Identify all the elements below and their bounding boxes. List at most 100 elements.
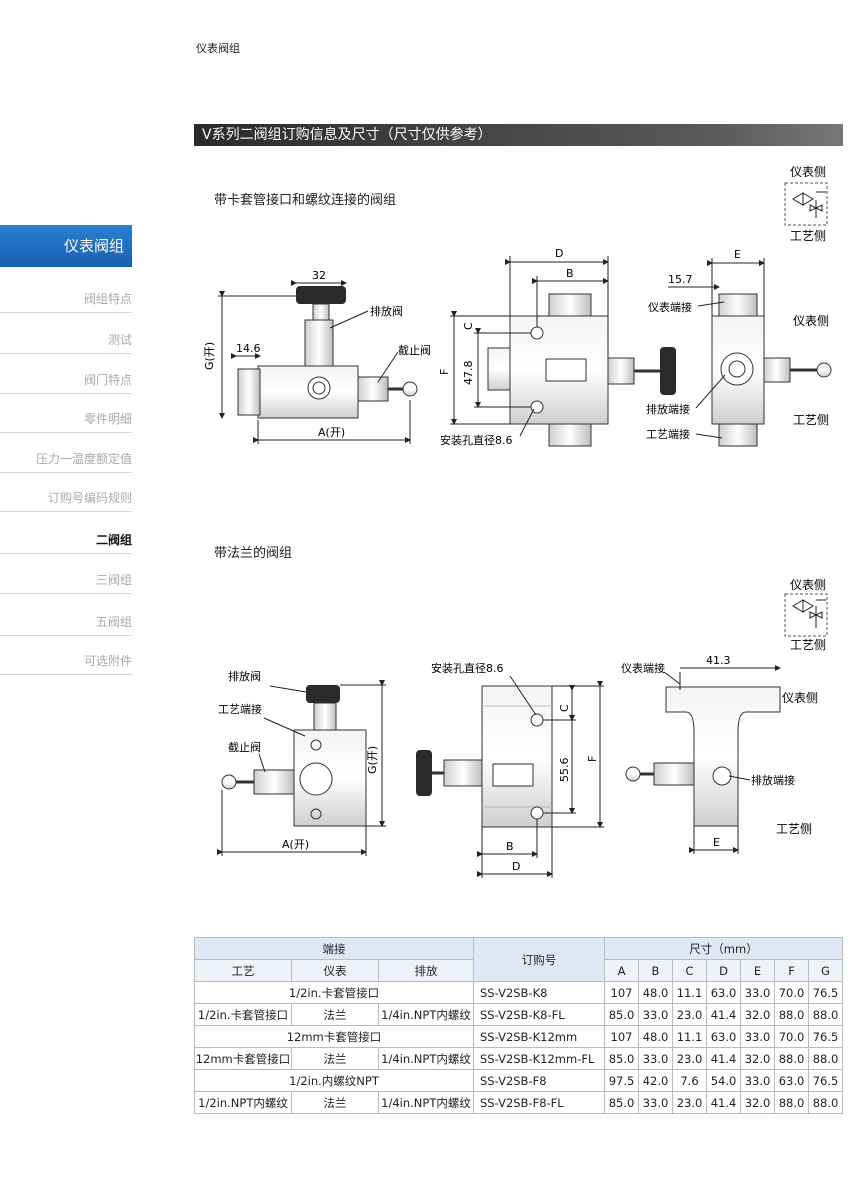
cell-c: 7.6 [672, 1069, 707, 1092]
cell-b: 42.0 [638, 1069, 673, 1092]
label-drain-valve-2: 排放阀 [228, 669, 261, 683]
cell-c: 11.1 [672, 1025, 707, 1048]
th-port: 端接 [194, 937, 474, 960]
cell-order: SS-V2SB-F8 [473, 1069, 605, 1092]
cell-b: 33.0 [638, 1091, 673, 1114]
cell-g: 88.0 [808, 1047, 843, 1070]
label-shutoff-valve-2: 截止阀 [228, 740, 261, 754]
cell-c: 23.0 [672, 1047, 707, 1070]
cell-g: 88.0 [808, 1091, 843, 1114]
sidebar-item-order-code[interactable]: 订购号编码规则 [0, 489, 132, 512]
cell-b: 48.0 [638, 981, 673, 1004]
cell-port: 1/2in.卡套管接口 [194, 981, 474, 1004]
section2-title: 带法兰的阀组 [214, 546, 293, 561]
schematic2-bottom-label: 工艺侧 [790, 638, 826, 652]
dim-d-2: D [512, 860, 520, 873]
cell-process: 1/2in.卡套管接口 [194, 1003, 292, 1026]
cell-c: 23.0 [672, 1003, 707, 1026]
schematic2-top-label: 仪表侧 [790, 578, 826, 592]
cell-b: 33.0 [638, 1047, 673, 1070]
dim-d-1: D [555, 247, 563, 260]
flange-top-view [416, 685, 553, 828]
dim-14-6: 14.6 [236, 342, 261, 355]
dim-f-1: F [438, 369, 451, 375]
cell-d: 54.0 [706, 1069, 741, 1092]
label-mount-hole-1: 安装孔直径8.6 [440, 433, 513, 447]
cell-e: 32.0 [740, 1003, 775, 1026]
cell-d: 63.0 [706, 1025, 741, 1048]
spec-table: 端接 订购号 尺寸（mm） 工艺 仪表 排放 A B C D E F G 1/2… [194, 937, 843, 1114]
dim-f-2: F [586, 756, 599, 762]
th-dim-e: E [740, 959, 775, 982]
cell-a: 107 [604, 981, 639, 1004]
dim-15-7: 15.7 [668, 273, 693, 286]
dim-b-2: B [506, 840, 514, 853]
th-dim-f: F [774, 959, 809, 982]
label-inst-side-2: 仪表侧 [782, 691, 818, 705]
label-shutoff-valve: 截止阀 [398, 343, 431, 357]
cell-a: 85.0 [604, 1091, 639, 1114]
cell-d: 41.4 [706, 1047, 741, 1070]
label-drain-port-1: 排放端接 [646, 402, 690, 416]
cell-drain: 1/4in.NPT内螺纹 [378, 1047, 474, 1070]
cell-order: SS-V2SB-K12mm [473, 1025, 605, 1048]
th-dim-b: B [638, 959, 673, 982]
th-order: 订购号 [473, 937, 605, 982]
cell-drain: 1/4in.NPT内螺纹 [378, 1091, 474, 1114]
th-dim-a: A [604, 959, 639, 982]
th-dim: 尺寸（mm） [604, 937, 843, 960]
dim-g-open-2: G(开) [366, 746, 379, 774]
sidebar-item-features[interactable]: 阀组特点 [0, 290, 132, 313]
cell-instrument: 法兰 [291, 1003, 379, 1026]
cell-process: 12mm卡套管接口 [194, 1047, 292, 1070]
dim-e-1: E [734, 248, 741, 261]
dim-47-8: 47.8 [462, 361, 475, 386]
dim-c-1: C [462, 322, 475, 330]
section2-drawings: 仪表侧 工艺侧 排放阀 工艺端接 截止阀 A(开) G(开) [217, 578, 828, 878]
label-proc-port-2: 工艺端接 [218, 703, 262, 716]
cell-f: 70.0 [774, 1025, 809, 1048]
cell-f: 88.0 [774, 1091, 809, 1114]
sidebar-item-valve-features[interactable]: 阀门特点 [0, 371, 132, 394]
cell-f: 88.0 [774, 1047, 809, 1070]
th-process: 工艺 [194, 959, 292, 982]
label-proc-side-1: 工艺侧 [793, 413, 829, 427]
label-inst-port-2: 仪表端接 [621, 661, 665, 675]
th-drain: 排放 [378, 959, 474, 982]
cell-process: 1/2in.NPT内螺纹 [194, 1091, 292, 1114]
cell-b: 33.0 [638, 1003, 673, 1026]
sidebar-item-pressure-temp[interactable]: 压力一温度额定值 [0, 450, 132, 473]
sidebar-item-two-valve[interactable]: 二阀组 [0, 531, 132, 554]
cell-g: 88.0 [808, 1003, 843, 1026]
cell-e: 33.0 [740, 1025, 775, 1048]
sidebar-item-five-valve[interactable]: 五阀组 [0, 613, 132, 636]
label-inst-port-1: 仪表端接 [648, 300, 692, 314]
sidebar-item-accessories[interactable]: 可选附件 [0, 652, 132, 675]
label-proc-port-1: 工艺端接 [646, 428, 690, 441]
section1-drawings: 仪表侧 工艺侧 32 14.6 A(开) G(开) 排放阀 截止阀 [203, 165, 832, 447]
label-drain-port-2: 排放端接 [751, 773, 795, 787]
sidebar-active-category[interactable]: 仪表阀组 [0, 225, 132, 267]
cell-a: 85.0 [604, 1047, 639, 1070]
cell-port: 1/2in.内螺纹NPT [194, 1069, 474, 1092]
schematic1-bottom-label: 工艺侧 [790, 229, 826, 243]
cell-order: SS-V2SB-K8 [473, 981, 605, 1004]
label-inst-side-1: 仪表侧 [793, 314, 829, 328]
th-dim-g: G [808, 959, 843, 982]
th-dim-d: D [706, 959, 741, 982]
table-row: 1/2in.卡套管接口 法兰 1/4in.NPT内螺纹 SS-V2SB-K8-F… [194, 1003, 843, 1026]
schematic1-top-label: 仪表侧 [790, 165, 826, 179]
sidebar-item-testing[interactable]: 测试 [0, 331, 132, 354]
th-dim-c: C [672, 959, 707, 982]
cell-drain: 1/4in.NPT内螺纹 [378, 1003, 474, 1026]
cell-instrument: 法兰 [291, 1047, 379, 1070]
cell-order: SS-V2SB-K8-FL [473, 1003, 605, 1026]
sidebar-item-three-valve[interactable]: 三阀组 [0, 571, 132, 594]
cell-a: 97.5 [604, 1069, 639, 1092]
label-mount-hole-2: 安装孔直径8.6 [431, 661, 504, 675]
cell-e: 33.0 [740, 981, 775, 1004]
label-proc-side-2: 工艺侧 [776, 822, 812, 836]
sidebar-item-parts[interactable]: 零件明细 [0, 410, 132, 433]
section-title-bar: V系列二阀组订购信息及尺寸（尺寸仅供参考） [194, 124, 843, 146]
page-category: 仪表阀组 [196, 42, 240, 55]
